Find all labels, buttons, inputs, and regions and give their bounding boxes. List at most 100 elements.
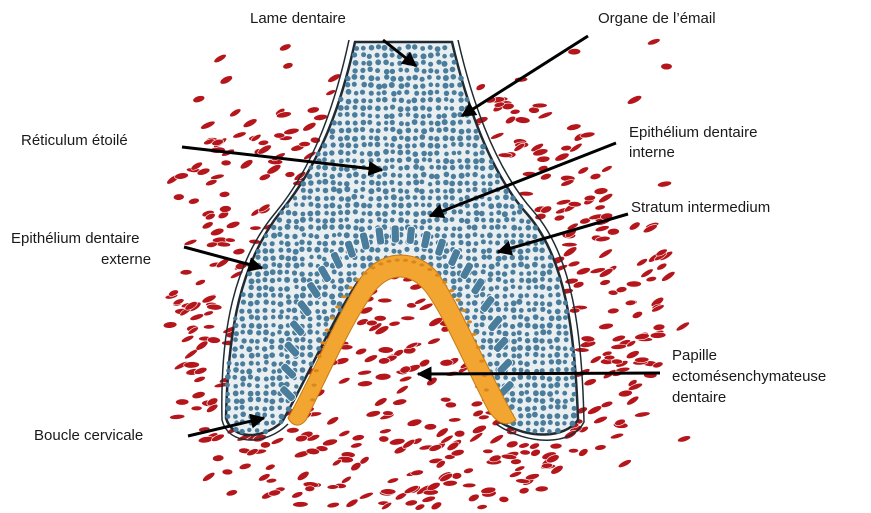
epithelial-cell bbox=[429, 189, 434, 194]
epithelial-cell bbox=[458, 91, 463, 96]
epithelial-cell bbox=[294, 337, 299, 342]
epithelial-cell bbox=[436, 165, 441, 170]
mesenchyme-cell bbox=[293, 501, 309, 507]
epithelial-cell bbox=[474, 210, 480, 216]
epithelial-cell bbox=[256, 293, 261, 298]
epithelial-cell bbox=[442, 119, 448, 125]
epithelial-cell bbox=[413, 84, 418, 89]
mesenchyme-cell bbox=[566, 123, 582, 132]
epithelial-cell bbox=[263, 242, 267, 246]
band-dot bbox=[462, 309, 467, 312]
epithelial-cell bbox=[375, 68, 380, 73]
epithelial-cell bbox=[300, 345, 305, 350]
epithelial-cell bbox=[465, 164, 471, 170]
epithelial-cell bbox=[457, 188, 462, 193]
epithelial-cell bbox=[488, 345, 493, 350]
mesenchyme-cell bbox=[180, 334, 194, 344]
epithelial-cell bbox=[571, 367, 576, 372]
epithelial-cell bbox=[511, 300, 517, 306]
epithelial-cell bbox=[420, 97, 425, 102]
epithelial-cell bbox=[255, 384, 260, 389]
mesenchyme-cell bbox=[239, 158, 255, 171]
epithelial-cell bbox=[474, 308, 478, 312]
epithelial-cell bbox=[285, 315, 290, 320]
epithelial-cell bbox=[382, 83, 388, 89]
band-dot bbox=[479, 360, 484, 363]
mesenchyme-cell bbox=[395, 384, 409, 396]
epithelial-cell bbox=[474, 217, 479, 222]
epithelial-cell bbox=[361, 61, 366, 66]
mesenchyme-cell bbox=[598, 322, 614, 330]
epithelial-cell bbox=[397, 158, 402, 163]
epithelial-cell bbox=[399, 211, 404, 216]
mesenchyme-cell bbox=[425, 375, 439, 387]
epithelial-cell bbox=[232, 346, 237, 351]
mesenchyme-cell bbox=[380, 489, 395, 495]
epithelial-cell bbox=[420, 225, 425, 230]
mesenchyme-cell bbox=[580, 131, 596, 139]
mesenchyme-cell bbox=[169, 414, 185, 420]
epithelial-cell bbox=[518, 314, 523, 319]
epithelial-cell bbox=[503, 264, 508, 269]
epithelial-cell bbox=[225, 383, 230, 388]
epithelial-cell bbox=[564, 337, 569, 342]
epithelial-cell bbox=[270, 376, 275, 381]
epithelial-cell bbox=[488, 240, 492, 244]
epithelial-cell bbox=[435, 121, 441, 127]
epithelial-cell bbox=[391, 210, 396, 215]
mesenchyme-cell bbox=[331, 458, 342, 467]
epithelial-cell bbox=[367, 120, 372, 125]
epithelial-cell bbox=[262, 346, 267, 351]
epithelial-cell bbox=[549, 315, 555, 321]
epithelial-cell bbox=[234, 331, 239, 336]
epithelial-cell bbox=[300, 217, 306, 223]
epithelial-cell bbox=[449, 181, 455, 187]
epithelial-cell bbox=[512, 211, 517, 216]
epithelial-cell bbox=[353, 60, 359, 66]
epithelial-cell bbox=[271, 262, 276, 267]
mesenchyme-cell bbox=[583, 377, 597, 387]
mesenchyme-cell bbox=[448, 417, 461, 422]
epithelial-cell bbox=[262, 248, 268, 254]
epithelial-cell bbox=[360, 159, 365, 164]
mesenchyme-cell bbox=[232, 248, 245, 256]
epithelial-cell bbox=[277, 375, 283, 381]
mesenchyme-cell bbox=[567, 260, 580, 268]
epithelial-cell bbox=[444, 106, 448, 110]
epithelial-cell bbox=[540, 390, 546, 396]
epithelial-cell bbox=[397, 61, 402, 66]
mesenchyme-cell bbox=[174, 172, 189, 180]
epithelial-cell bbox=[465, 158, 471, 164]
epithelial-cell bbox=[294, 384, 298, 388]
epithelial-cell bbox=[495, 195, 500, 200]
epithelial-cell bbox=[332, 284, 337, 289]
epithelial-cell bbox=[322, 309, 327, 314]
epithelial-cell bbox=[399, 121, 404, 126]
epithelial-cell bbox=[450, 136, 455, 141]
mesenchyme-cell bbox=[424, 423, 437, 430]
epithelial-cell bbox=[324, 211, 329, 216]
epithelial-cell bbox=[466, 120, 471, 125]
epithelial-cell bbox=[497, 330, 502, 335]
epithelial-cell bbox=[504, 217, 509, 222]
epithelial-cell bbox=[338, 136, 343, 141]
mesenchyme-cell bbox=[477, 504, 488, 510]
epithelial-cell bbox=[532, 234, 537, 239]
epithelial-cell bbox=[496, 307, 501, 312]
epithelial-cell bbox=[232, 353, 237, 358]
epithelial-cell bbox=[322, 224, 328, 230]
epithelial-cell bbox=[420, 195, 425, 200]
epithelial-cell bbox=[428, 97, 433, 102]
epithelial-cell bbox=[450, 98, 455, 103]
mesenchyme-cell bbox=[631, 310, 644, 320]
epithelial-cell bbox=[517, 345, 523, 351]
epithelial-cell bbox=[338, 105, 344, 111]
columnar-cell bbox=[406, 226, 416, 245]
epithelial-cell bbox=[399, 136, 404, 141]
epithelial-cell bbox=[540, 427, 545, 432]
epithelial-cell bbox=[547, 286, 552, 291]
mesenchyme-cell bbox=[228, 107, 242, 118]
epithelial-cell bbox=[548, 420, 553, 425]
mesenchyme-cell bbox=[188, 197, 200, 205]
epithelial-cell bbox=[384, 121, 388, 125]
